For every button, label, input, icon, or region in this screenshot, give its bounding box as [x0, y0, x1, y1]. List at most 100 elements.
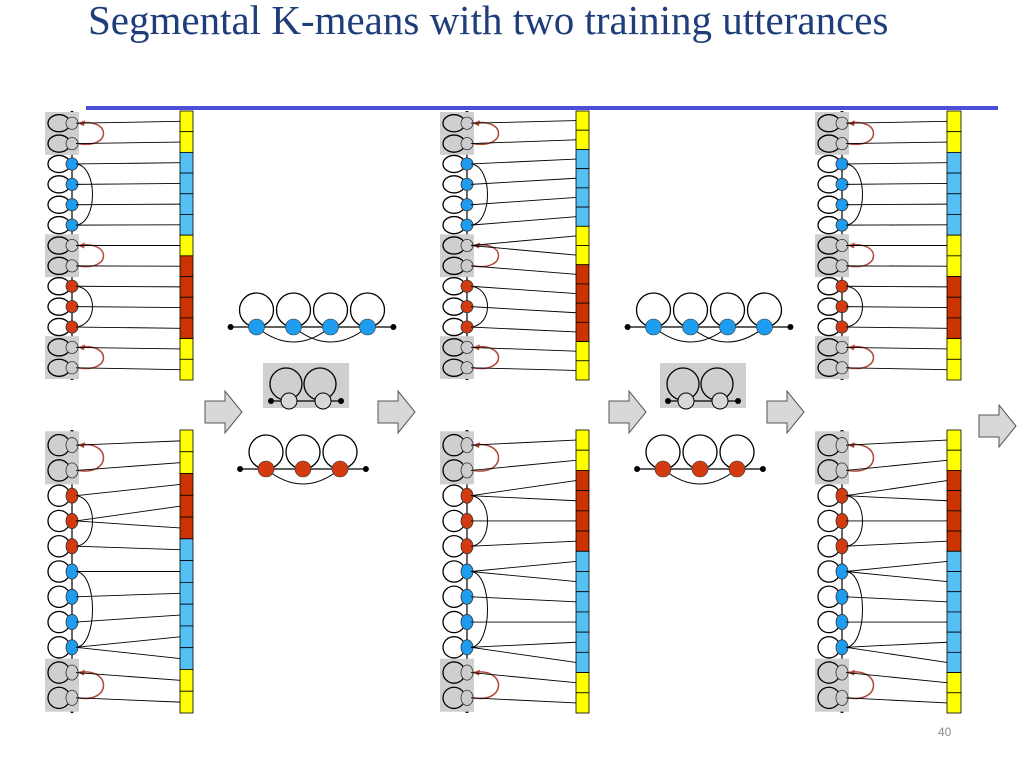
alignment-line [845, 540, 948, 547]
utterance-1-iteration-2 [440, 110, 590, 381]
frame-segment [575, 449, 590, 471]
frame-segment [575, 591, 590, 613]
skip-transition-arc [472, 443, 500, 472]
alignment-line [845, 285, 948, 288]
alignment-line [845, 596, 948, 603]
hmm-models-2 [624, 292, 794, 485]
arrow-head [473, 242, 480, 249]
alignment-line [470, 480, 577, 497]
frame-segment [575, 651, 590, 673]
frame-segment [179, 338, 194, 360]
skip-arc [256, 326, 331, 343]
frame-segment [179, 276, 194, 298]
alignment-line [75, 346, 181, 350]
frame-segment [179, 560, 194, 583]
frame-segment [575, 168, 590, 189]
alignment-line [470, 245, 577, 256]
skip-transition-arc [847, 244, 875, 268]
skip-transition-arc [77, 671, 105, 700]
frame-segment [575, 302, 590, 323]
alignment-line [75, 326, 181, 329]
skip-arc [653, 326, 728, 343]
alignment-line [470, 306, 577, 314]
alignment-line [470, 197, 577, 206]
alignment-line [470, 139, 577, 145]
hmm-start-dot [268, 398, 274, 404]
alignment-line [845, 326, 948, 329]
frame-segment [946, 631, 962, 653]
alignment-line [470, 326, 577, 333]
arrow-shape [608, 389, 647, 435]
frame-segment [575, 360, 590, 381]
skip-transition-arc [77, 121, 105, 146]
frame-segment [946, 530, 962, 552]
alignment-line [470, 571, 577, 583]
hmm-end-dot [338, 398, 344, 404]
hmm-node [314, 392, 332, 410]
hmm-node [294, 460, 312, 478]
skip-transition-arc [77, 345, 105, 370]
next-step-arrow-icon [608, 389, 647, 435]
frame-segment [575, 245, 590, 266]
frame-segment [946, 338, 962, 360]
alignment-line [845, 306, 948, 309]
hmm-node [280, 392, 298, 410]
alignment-line [75, 367, 181, 371]
skip-transition-arc [77, 443, 105, 472]
alignment-line [845, 203, 948, 206]
frame-segment [179, 214, 194, 236]
frame-segment [946, 296, 962, 319]
alignment-line [470, 495, 577, 502]
alignment-line [470, 596, 577, 603]
alignment-line [75, 592, 181, 598]
frame-segment [575, 264, 590, 285]
alignment-line [75, 483, 181, 497]
alignment-line [470, 235, 577, 246]
next-step-arrow-icon [204, 389, 243, 435]
frame-segment [946, 276, 962, 298]
frame-segment [946, 131, 962, 153]
utterance-1-iteration-3 [815, 110, 962, 381]
alignment-line [845, 141, 948, 145]
frame-segment [575, 110, 590, 131]
hmm-node [711, 392, 729, 410]
alignment-line [75, 285, 181, 288]
alignment-line [470, 641, 577, 648]
frame-segment [946, 317, 962, 340]
alignment-line [75, 462, 181, 471]
skip-arc [662, 468, 738, 485]
alignment-line [845, 571, 948, 583]
frame-segment [946, 571, 962, 593]
hmm-node [654, 460, 672, 478]
alignment-line [470, 459, 577, 471]
frame-segment [946, 510, 962, 532]
alignment-line [75, 203, 181, 206]
alignment-line [845, 120, 948, 124]
alignment-line [845, 182, 948, 185]
hmm-models-1 [227, 292, 397, 485]
frame-segment [179, 516, 194, 540]
arrow-shape [204, 389, 243, 435]
alignment-line [470, 367, 577, 371]
frame-segment [946, 591, 962, 613]
hmm-node [359, 318, 376, 336]
arrow-shape [978, 403, 1017, 449]
frame-segment [575, 692, 590, 714]
next-step-arrow-icon [377, 389, 416, 435]
hmm-end-dot [787, 324, 794, 330]
skip-transition-arc [847, 121, 875, 146]
frame-segment [179, 669, 194, 692]
skip-transition-arc [470, 163, 488, 226]
frame-segment [179, 193, 194, 215]
alignment-line [470, 285, 577, 294]
frame-segment [575, 149, 590, 170]
alignment-line [845, 495, 948, 502]
alignment-line [75, 636, 181, 648]
frame-segment [575, 530, 590, 552]
skip-transition-arc [847, 345, 875, 370]
frame-segment [575, 470, 590, 492]
frame-segment [575, 672, 590, 694]
next-step-arrow-icon [978, 403, 1017, 449]
frame-segment [179, 317, 194, 340]
frame-segment [946, 550, 962, 572]
